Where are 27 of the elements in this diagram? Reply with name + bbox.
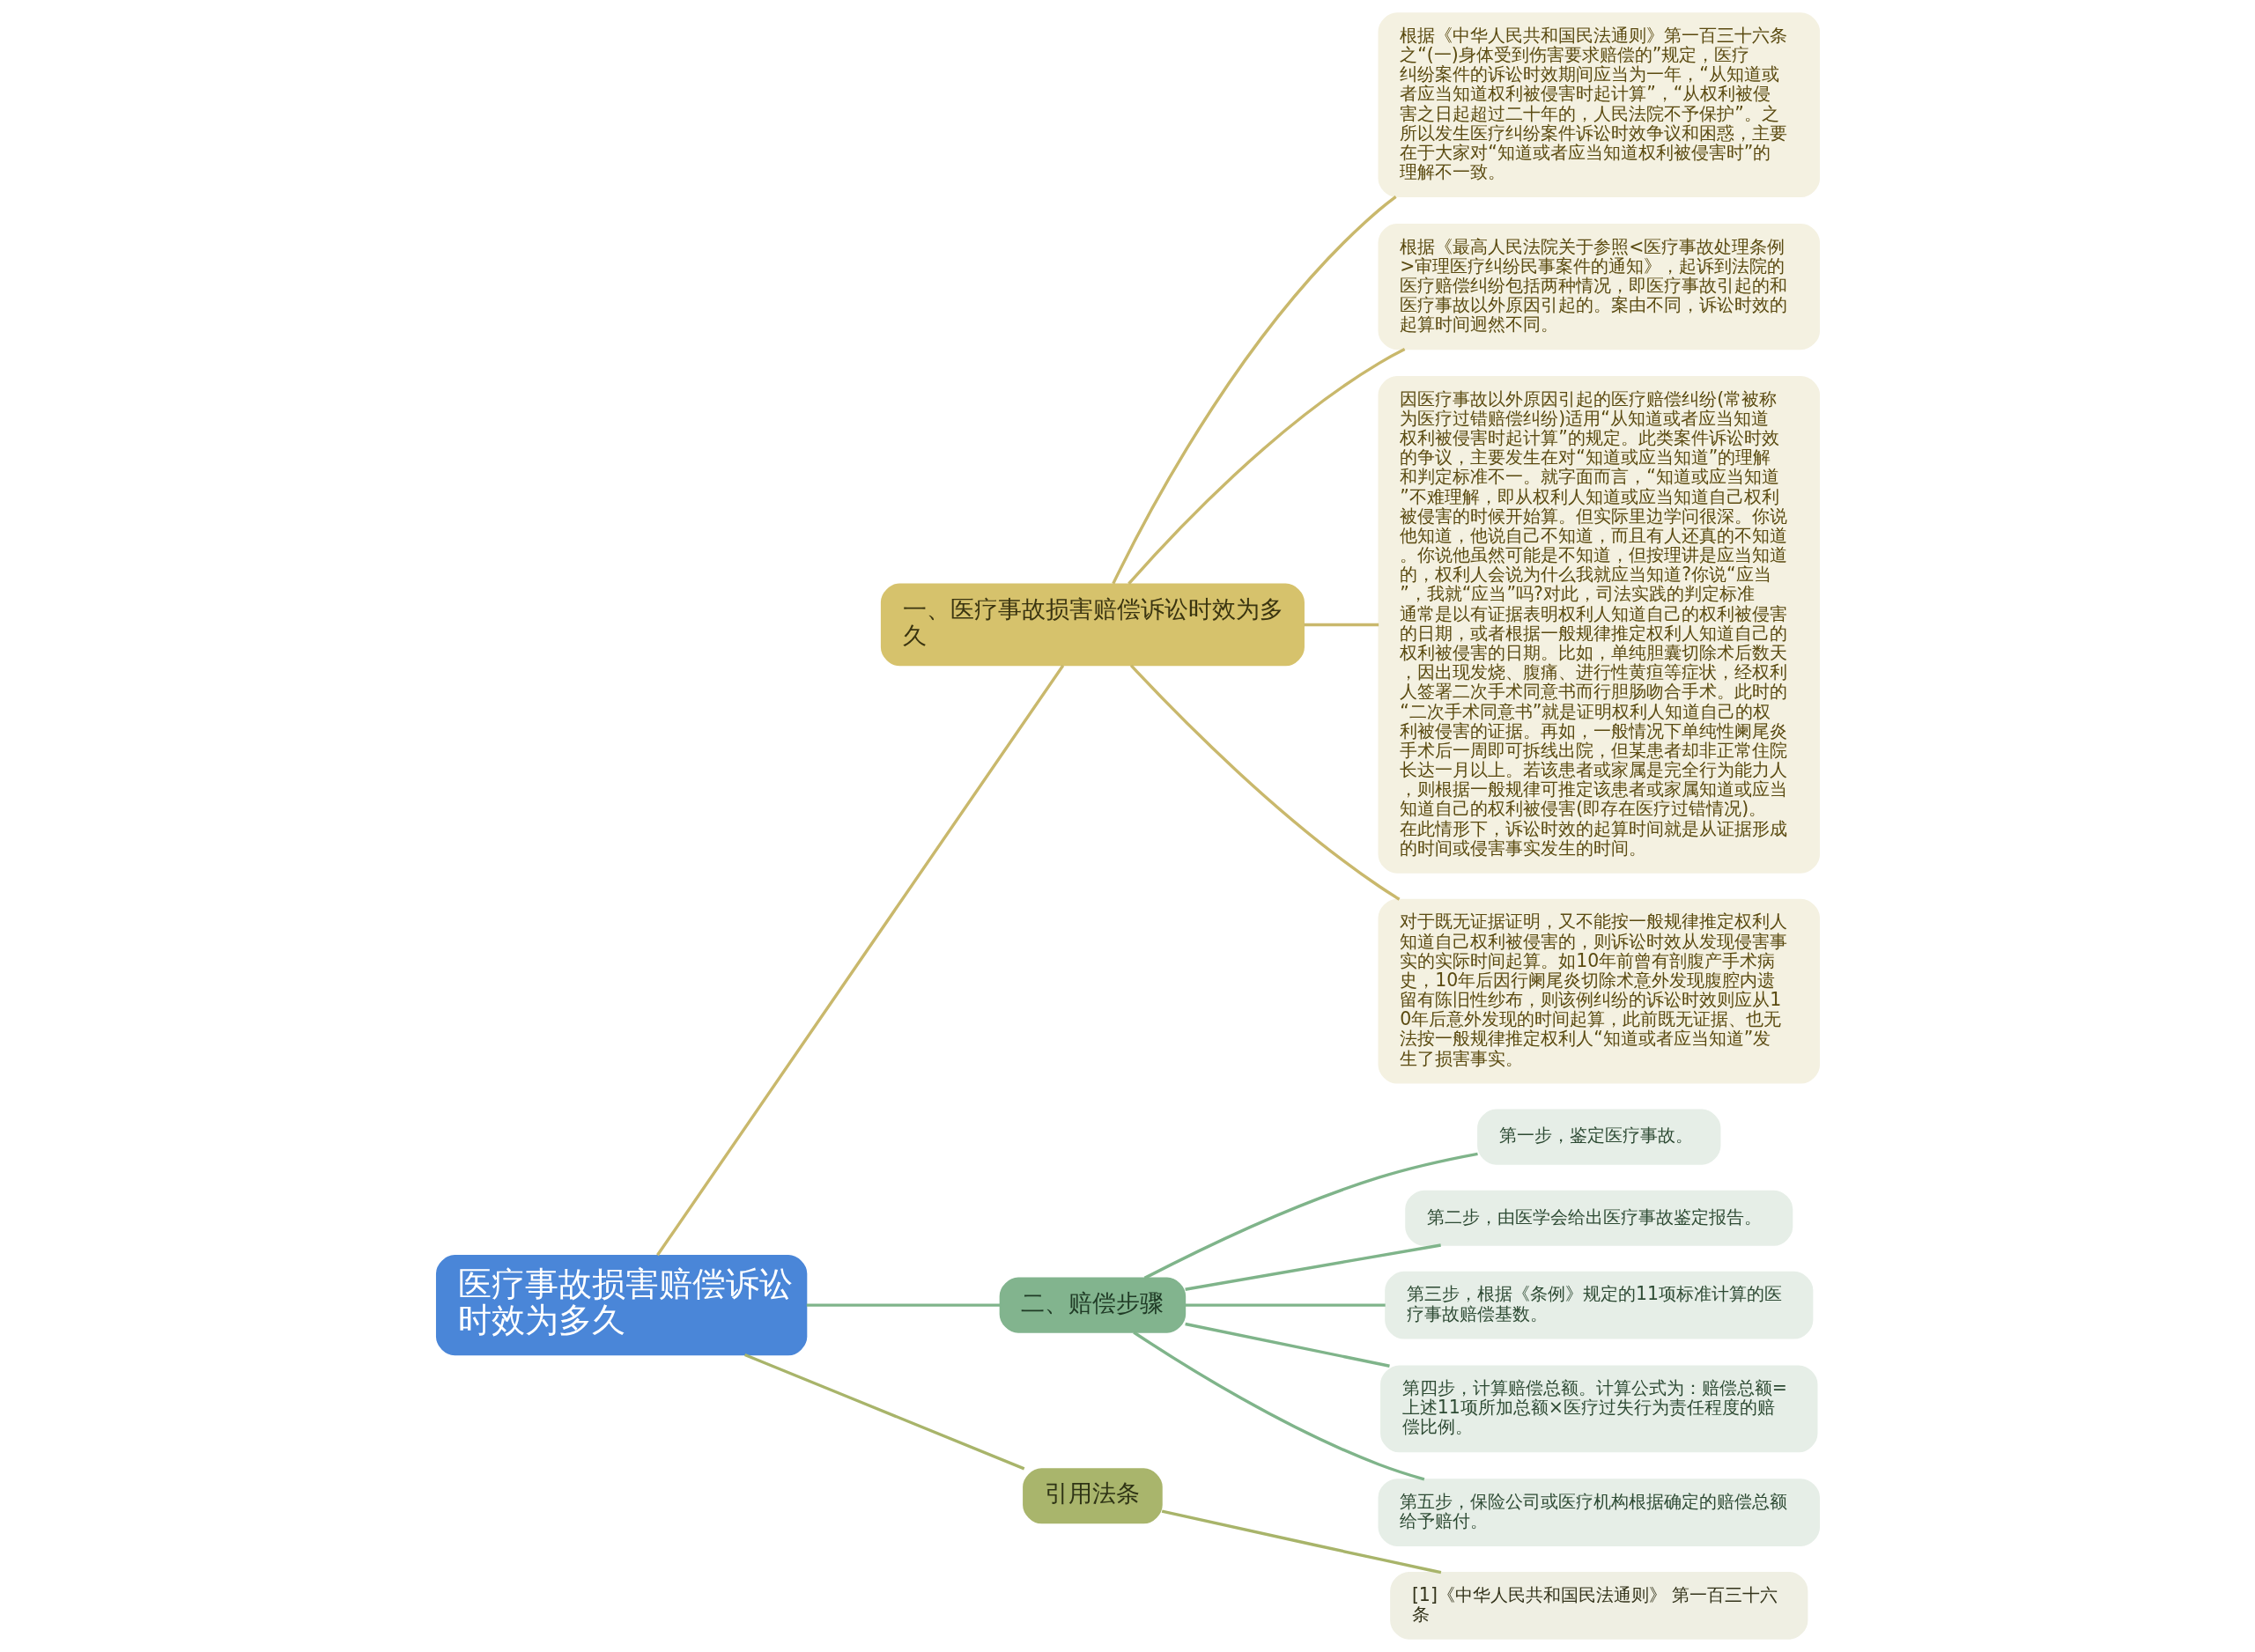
connector bbox=[806, 1303, 1000, 1307]
node-box: 二、赔偿步骤 bbox=[999, 1277, 1186, 1333]
node-box: 因医疗事故以外原因引起的医疗赔偿纠纷(常被称为医疗过错赔偿纠纷)适用“从知道或者应当知道权利被侵害时起计算”的规定。此类案件诉讼时效的争议，主要发生在对“知道或应当知道”的理解和判定标准不一。就字面而言，“知道或应当知道”不难理解，即从权利人知道或应当知道自己权利被侵害的时候开始算。但实际里边学问很深。你说他知道，他说自己不知道，而且有人还真的不知道。你说他虽然可能是不知道，但按理讲是应当知道的，权利人会说为什么我就应当知道?你说“应当”，我就“应当”吗?对此，司法实践的判定标准通常是以有证据表明权利人知道自己的权利被侵害的日期，或者根据一般规律推定权利人知道自己的权利被侵害的日期。比如，单纯胆囊切除术后数天，因出现发烧、腹痛、进行性黄疸等症状，经权利人签署二次手术同意书而行胆肠吻合手术。此时的“二次手术同意书”就是证明权利人知道自己的权利被侵害的证据。再如，一般情况下单纯性阑尾炎手术后一周即可拆线出院，但某患者却非正常住院长达一月以上。若该患者或家属是完全行为能力人，则根据一般规律可推定该患者或家属知道或应当知道自己的权利被侵害(即存在医疗过错情况)。在此情形下，诉讼时效的起算时间就是从证据形成的时间或侵害事实发生的时间。 bbox=[1378, 376, 1820, 874]
connector bbox=[1185, 1303, 1386, 1307]
connector bbox=[1132, 1331, 1424, 1481]
node-box: 根据《中华人民共和国民法通则》第一百三十六条之“(一)身体受到伤害要求赔偿的”规定，医疗纠纷案件的诉讼时效期间应当为一年，“从知道或者应当知道权利被侵害时起计算”，“从权利被侵害之日起超过二十年的，人民法院不予保护”。之所以发生医疗纠纷案件诉讼时效争议和困惑，主要在于大家对“知道或者应当知道权利被侵害时”的理解不一致。 bbox=[1378, 12, 1820, 198]
node-box: 医疗事故损害赔偿诉讼时效为多久 bbox=[435, 1255, 807, 1356]
connector bbox=[1184, 1243, 1441, 1291]
node-box: 第一步，鉴定医疗事故。 bbox=[1476, 1109, 1720, 1165]
connector bbox=[655, 664, 1064, 1257]
node-box: 对于既无证据证明，又不能按一般规律推定权利人知道自己权利被侵害的，则诉讼时效从发现侵害事实的实际时间起算。如10年前曾有剖腹产手术病史，10年后因行阑尾炎切除术意外发现腹腔内遗留有陈旧性纱布，则该例纠纷的诉讼时效则应从10年后意外发现的时间起算，此前既无证据、也无法按一般规律推定权利人“知道或者应当知道”发生了损害事实。 bbox=[1378, 898, 1820, 1084]
node-box: 第五步，保险公司或医疗机构根据确定的赔偿总额给予赔付。 bbox=[1378, 1479, 1820, 1546]
connector bbox=[1184, 1322, 1390, 1368]
connector bbox=[1143, 1152, 1478, 1280]
node-box: [1]《中华人民共和国民法通则》 第一百三十六条 bbox=[1389, 1571, 1808, 1640]
connector bbox=[743, 1353, 1024, 1471]
node-box: 第四步，计算赔偿总额。计算公式为：赔偿总额=上述11项所加总额×医疗过失行为责任程度的赔偿比例。 bbox=[1379, 1365, 1817, 1453]
connector bbox=[1303, 623, 1379, 627]
connector bbox=[1111, 195, 1397, 585]
node-box: 引用法条 bbox=[1022, 1468, 1163, 1524]
node-box: 第二步，由医学会给出医疗事故鉴定报告。 bbox=[1404, 1190, 1793, 1246]
node-box: 一、医疗事故损害赔偿诉讼时效为多久 bbox=[880, 583, 1305, 667]
node-box: 根据《最高人民法院关于参照<医疗事故处理条例>审理医疗纠纷民事案件的通知》，起诉到法院的医疗赔偿纠纷包括两种情况，即医疗事故引起的和医疗事故以外原因引起的。案由不同，诉讼时效的起算时间迥然不同。 bbox=[1378, 223, 1820, 350]
connector bbox=[1129, 664, 1400, 901]
node-box: 第三步，根据《条例》规定的11项标准计算的医疗事故赔偿基数。 bbox=[1384, 1271, 1813, 1339]
connector bbox=[1127, 348, 1405, 586]
connector bbox=[1161, 1509, 1441, 1575]
